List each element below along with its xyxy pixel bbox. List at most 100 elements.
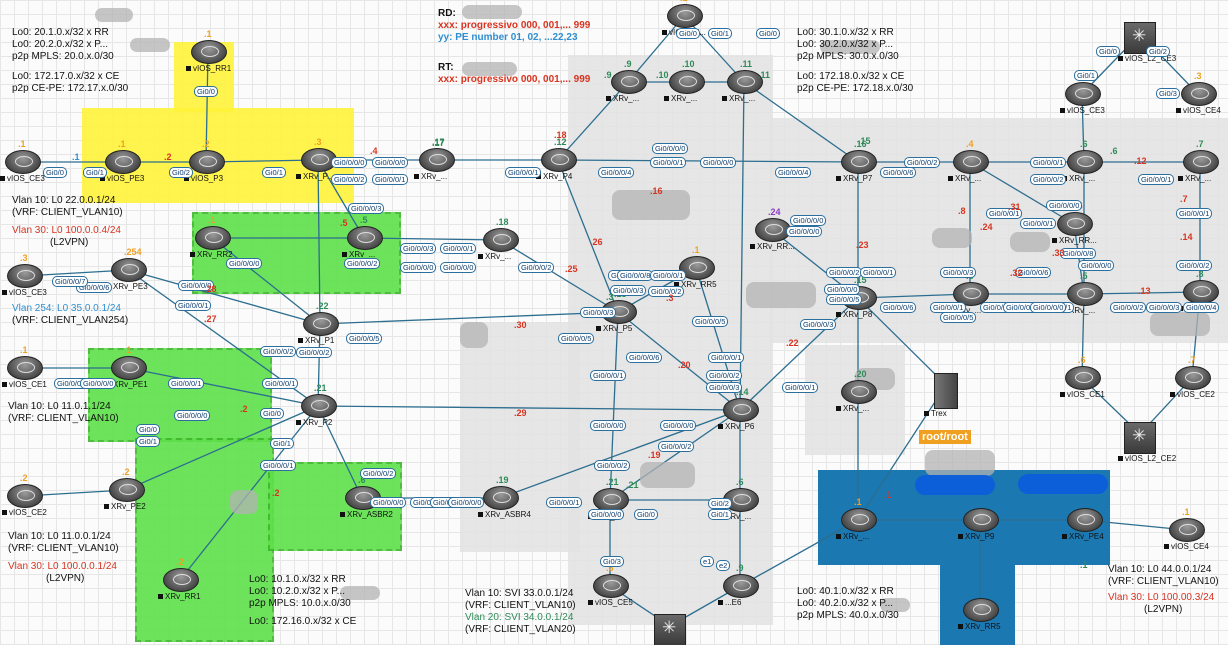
node-vios-ce1b[interactable]: vIOS_CE1.6 <box>1064 355 1105 399</box>
node-label: vIOS_CE3 <box>0 174 45 183</box>
node-vios-ce2b[interactable]: vIOS_CE2.7 <box>1174 355 1215 399</box>
node-xrv-rr5[interactable]: XRv_RR5.1 <box>678 245 717 289</box>
node-xrv-rr5b[interactable]: XRv_RR5 <box>962 598 1001 631</box>
node-xrv-rr6[interactable]: XRv_RR....25 <box>1056 201 1097 245</box>
node-number: .1 <box>692 245 700 255</box>
note-line: (L2VPN) <box>46 573 85 584</box>
interface-label: Gi0/0/0/3 <box>800 319 837 330</box>
subnet-number: .2 <box>272 488 280 498</box>
node-number: .7 <box>1188 355 1196 365</box>
node-xrv-l[interactable]: XRv_....5 <box>1066 271 1104 315</box>
interface-label: Gi0/0/0/5 <box>346 333 383 344</box>
node-xrv-f[interactable]: XRv_....4 <box>952 139 990 183</box>
node-number: .19 <box>496 475 509 485</box>
interface-label: Gi0/1 <box>270 438 294 449</box>
interface-label: Gi0/0/0/3 <box>610 285 647 296</box>
node-vios-ce1[interactable]: vIOS_CE1.1 <box>6 345 47 389</box>
node-xrv-n[interactable]: XRv_....20 <box>840 369 878 413</box>
router-icon <box>541 148 577 172</box>
node-vios-ce4b[interactable]: vIOS_CE4.1 <box>1168 507 1209 551</box>
node-xrv-d[interactable]: XRv_....10 <box>668 59 706 103</box>
router-icon <box>109 478 145 502</box>
node-vios-pe3[interactable]: vIOS_PE3.1 <box>104 139 144 183</box>
node-vios-l2-ce3[interactable]: vIOS_L2_CE3 <box>1122 22 1176 63</box>
node-xrv-r[interactable]: XRv_....1 <box>840 497 878 541</box>
node-label: XRv_... <box>948 174 981 183</box>
note-line: (VRF: CLIENT_VLAN10) <box>1108 576 1219 587</box>
node-xrv-p6[interactable]: XRv_P6.14 <box>722 387 760 431</box>
node-xrv-p2[interactable]: XRv_P2.21 <box>300 383 338 427</box>
interface-label: e1 <box>700 556 715 567</box>
rd-xxx-text: xxx: progressivo 000, 001,... 999 <box>438 20 591 31</box>
node-vios-ce2[interactable]: vIOS_CE2.2 <box>6 473 47 517</box>
node-xrv-h[interactable]: XRv_....7 <box>1182 139 1220 183</box>
interface-label: Gi0/0/0/1 <box>708 352 745 363</box>
node-vios-ce3c[interactable]: vIOS_CE3.3 <box>6 253 47 297</box>
node-xrv-pe2[interactable]: XRv_PE2.2 <box>108 467 146 511</box>
node-vios-ce3a[interactable]: vIOS_CE3.1 <box>4 139 45 183</box>
node-xrv-p4[interactable]: XRv_P4.12 <box>540 137 578 181</box>
node-label: vIOS_CE4 <box>1164 542 1209 551</box>
node-trex[interactable]: Trex <box>928 373 966 418</box>
node-xrv-j[interactable]: XRv_....18 <box>482 217 520 261</box>
node-label: XRv_ASBR4 <box>478 510 531 519</box>
node-xrv-b[interactable]: XRv_....17 <box>418 137 456 181</box>
interface-label: Gi0/0/0/0 <box>790 215 827 226</box>
node-xrv-pe3[interactable]: XRv_PE3.254 <box>110 247 148 291</box>
node-vios-in[interactable]: vIOS_IN....1 <box>666 0 706 37</box>
node-vios-ce3b[interactable]: vIOS_CE3.4 <box>1064 71 1105 115</box>
node-xrv-asbr4[interactable]: XRv_ASBR4.19 <box>482 475 531 519</box>
router-icon <box>191 40 227 64</box>
interface-label: Gi0/0/0/1 <box>546 497 583 508</box>
node-number: .5 <box>360 215 368 225</box>
node-label: XRv_PE3 <box>106 282 148 291</box>
note-line: p2p MPLS: 30.0.x.0/30 <box>797 51 899 62</box>
redaction <box>95 8 133 22</box>
interface-label: Gi0/0/0/1 <box>1138 174 1175 185</box>
node-vios-ce5[interactable]: vIOS_CE5.6 <box>592 563 633 607</box>
interface-label: Gi0/0 <box>260 408 284 419</box>
node-vios-l2-ce2[interactable]: vIOS_L2_CE2 <box>1122 422 1176 463</box>
rd-title: RD: <box>438 8 456 19</box>
interface-label: Gi0/0/0/6 <box>880 302 917 313</box>
node-xrv-e[interactable]: XRv_....11 <box>726 59 764 103</box>
node-xrv-pe4[interactable]: XRv_PE4 <box>1066 508 1104 541</box>
node-xrv-rr[interactable]: XRv_RR....24 <box>754 207 795 251</box>
node-number: .6 <box>606 563 614 573</box>
note-as20: Lo0: 20.1.0.x/32 x RR Lo0: 20.2.0.x/32 x… <box>12 27 128 95</box>
node-xrv-rr2[interactable]: XRv_RR2.1 <box>194 215 233 259</box>
node-sw-bottom[interactable] <box>652 614 690 645</box>
node-xrv-pe1[interactable]: XRv_PE1.1 <box>110 345 148 389</box>
node-number: .1 <box>20 345 28 355</box>
subnet-number: .17 <box>432 138 445 148</box>
node-xrv-p7[interactable]: XRv_P7.16 <box>840 139 878 183</box>
node-xrv-c[interactable]: XRv_....9 <box>610 59 648 103</box>
node-number: .7 <box>1196 139 1204 149</box>
interface-label: Gi0/0/0/1 <box>986 208 1023 219</box>
interface-label: Gi0/0 <box>756 28 780 39</box>
node-xrv-p9[interactable]: XRv_P9 <box>962 508 1000 541</box>
node-xrv-i[interactable]: XRv_....5 <box>346 215 384 259</box>
node-label: XRv_... <box>722 94 755 103</box>
note-line: Lo0: 172.18.0.x/32 x CE <box>797 71 905 82</box>
node-vios-p3[interactable]: vIOS_P3.2 <box>188 139 226 183</box>
interface-label: Gi0/0/0/1 <box>260 460 297 471</box>
node-vios-ce4a[interactable]: vIOS_CE4.3 <box>1180 71 1221 115</box>
interface-label: Gi0/0/0/3 <box>706 382 743 393</box>
interface-label: Gi0/0/0/4 <box>775 167 812 178</box>
node-vios-rr1[interactable]: vIOS_RR1.1 <box>190 29 231 73</box>
router-icon <box>1065 366 1101 390</box>
subnet-number: .30 <box>514 320 527 330</box>
interface-label: Gi0/0/0/0 <box>1078 260 1115 271</box>
rt-xxx-text: xxx: progressivo 000, 001,... 999 <box>438 74 591 85</box>
node-vios-e6[interactable]: ...E6.9 <box>722 563 760 607</box>
router-icon <box>163 568 199 592</box>
node-number: .9 <box>736 563 744 573</box>
node-xrv-g[interactable]: XRv_....6 <box>1066 139 1104 183</box>
node-number: .11 <box>740 59 753 69</box>
node-xrv-p1[interactable]: XRv_P1.22 <box>302 301 340 345</box>
node-xrv-rr1[interactable]: XRv_RR1.2 <box>162 557 201 601</box>
node-number: .1 <box>124 345 132 355</box>
router-icon <box>1067 282 1103 306</box>
node-label: XRv_... <box>836 404 869 413</box>
